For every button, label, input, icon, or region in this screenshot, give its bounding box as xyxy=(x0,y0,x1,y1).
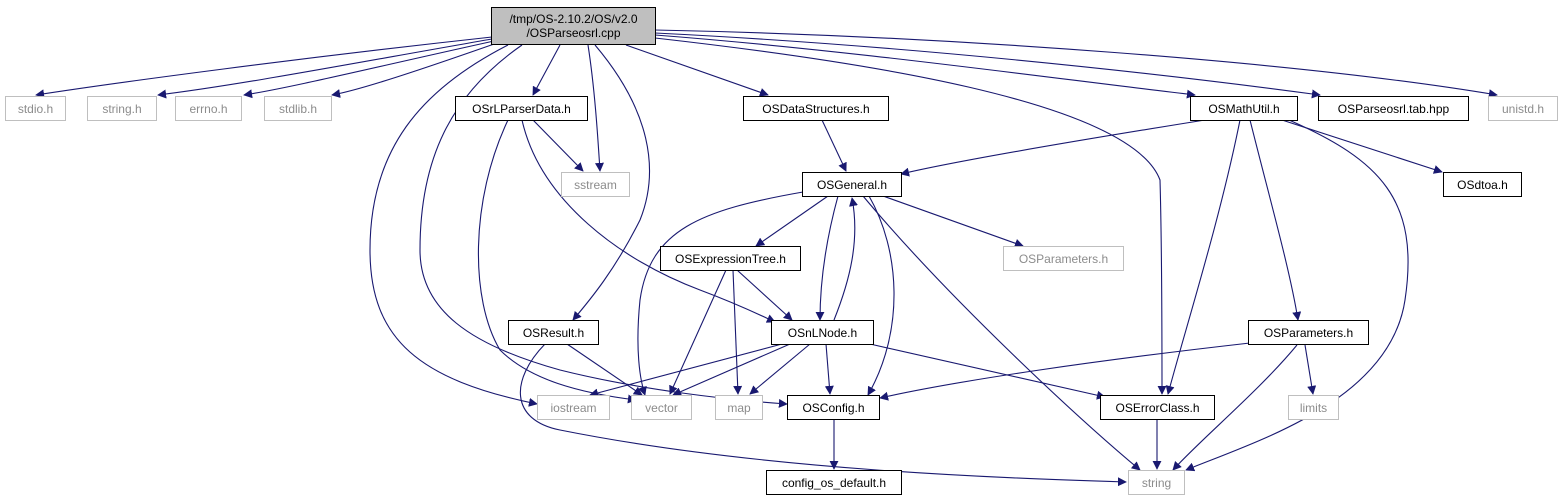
node-string-label: string xyxy=(1141,475,1172,490)
edge-osmath-oserrorclass xyxy=(1165,119,1241,395)
edge-root-iostream xyxy=(369,44,538,407)
edge-root-errno xyxy=(243,40,495,99)
edge-osgeneral-string xyxy=(862,195,1141,471)
node-osparameters-h[interactable]: OSParameters.h xyxy=(1248,320,1369,345)
node-osparameters-h-label: OSParameters.h xyxy=(1263,325,1354,340)
node-osgeneral-h-label: OSGeneral.h xyxy=(816,177,888,192)
edge-root-string-h xyxy=(157,38,493,99)
root-line1: /tmp/OS-2.10.2/OS/v2.0 xyxy=(509,12,638,26)
edge-root-unistd xyxy=(654,29,1498,99)
node-osrlparserdata-h[interactable]: OSrLParserData.h xyxy=(455,96,588,121)
edge-root-stdio xyxy=(35,36,493,99)
edge-osnlnode-vector xyxy=(672,343,791,396)
edge-osparameters-osconfig xyxy=(879,342,1251,401)
edge-osrl-sstream xyxy=(532,119,584,172)
root-line2: /OSParseosrl.cpp xyxy=(526,26,621,40)
node-osgeneral-h[interactable]: OSGeneral.h xyxy=(802,172,902,197)
node-osdatastructures-h[interactable]: OSDataStructures.h xyxy=(743,96,889,121)
node-sstream-label: sstream xyxy=(574,177,617,192)
node-stdlib-h: stdlib.h xyxy=(264,96,332,121)
edge-root-osrlparserdata xyxy=(532,44,561,96)
edge-osgeneral-osexpr xyxy=(755,195,829,247)
edge-osexpr-osnlnode xyxy=(736,269,793,321)
edge-root-ostab xyxy=(654,32,1321,99)
node-stdio-h: stdio.h xyxy=(5,96,66,121)
node-osresult-h-label: OSResult.h xyxy=(522,325,585,340)
node-osmathutil-h-label: OSMathUtil.h xyxy=(1208,101,1280,116)
node-osparameters-external-label: OSParameters.h xyxy=(1018,251,1109,266)
node-string: string xyxy=(1128,470,1185,495)
edge-osgeneral-osconfig xyxy=(867,195,895,396)
node-config-os-default-h-label: config_os_default.h xyxy=(781,475,887,490)
edge-root-osdatastructures xyxy=(625,44,769,97)
edge-root-oserrorclass xyxy=(654,37,1167,395)
edge-osgeneral-osparameters-faint xyxy=(882,195,1024,248)
edge-root-osresult xyxy=(572,44,650,321)
node-errno-h: errno.h xyxy=(175,96,242,121)
edge-root-sstream xyxy=(587,44,604,172)
edge-osnlnode-iostream xyxy=(589,343,783,398)
node-osparameters-external: OSParameters.h xyxy=(1003,246,1124,271)
edge-osgeneral-vector xyxy=(637,191,804,396)
edge-osmath-osgeneral xyxy=(900,119,1206,177)
node-unistd-h-label: unistd.h xyxy=(1501,101,1545,116)
node-string-h: string.h xyxy=(87,96,157,121)
node-iostream: iostream xyxy=(537,395,610,420)
node-osconfig-h-label: OSConfig.h xyxy=(802,400,865,415)
node-limits: limits xyxy=(1288,395,1339,420)
edge-osds-osgeneral xyxy=(821,119,847,172)
node-osdtoa-h-label: OSdtoa.h xyxy=(1457,177,1508,192)
node-stdlib-h-label: stdlib.h xyxy=(278,101,318,116)
node-map: map xyxy=(715,395,763,420)
node-osdtoa-h[interactable]: OSdtoa.h xyxy=(1443,172,1522,197)
node-osnlnode-h-label: OSnLNode.h xyxy=(787,325,858,340)
node-osparseosrl-tab-hpp[interactable]: OSParseosrl.tab.hpp xyxy=(1318,96,1469,121)
node-map-label: map xyxy=(727,400,751,415)
node-osrlparserdata-h-label: OSrLParserData.h xyxy=(472,101,571,116)
edge-osmath-string xyxy=(1185,119,1409,472)
node-iostream-label: iostream xyxy=(550,400,597,415)
edge-osresult-vector xyxy=(566,343,643,396)
node-stdio-h-label: stdio.h xyxy=(17,101,54,116)
node-unistd-h: unistd.h xyxy=(1488,96,1558,121)
node-oserrorclass-h-label: OSErrorClass.h xyxy=(1115,400,1200,415)
edge-osnlnode-osgeneral xyxy=(833,197,858,321)
node-osexpressiontree-h-label: OSExpressionTree.h xyxy=(675,251,786,266)
node-vector: vector xyxy=(631,395,692,420)
node-osexpressiontree-h[interactable]: OSExpressionTree.h xyxy=(660,246,801,271)
node-config-os-default-h[interactable]: config_os_default.h xyxy=(766,470,902,495)
node-osmathutil-h[interactable]: OSMathUtil.h xyxy=(1190,96,1298,121)
node-osresult-h[interactable]: OSResult.h xyxy=(508,320,599,345)
node-limits-label: limits xyxy=(1299,400,1328,415)
edge-osnlnode-osconfig xyxy=(824,343,834,395)
edge-osexpr-map xyxy=(732,269,743,395)
edge-osnlnode-oserrorclass xyxy=(869,343,1106,400)
node-string-h-label: string.h xyxy=(102,101,142,116)
edge-osrl-osnlnode xyxy=(521,119,776,323)
edge-osgeneral-osnlnode xyxy=(815,195,839,321)
node-osnlnode-h[interactable]: OSnLNode.h xyxy=(771,320,874,345)
edge-osparameters-limits xyxy=(1304,344,1317,395)
node-vector-label: vector xyxy=(645,400,678,415)
edge-osexpr-vector xyxy=(669,269,727,395)
edge-root-stdlib xyxy=(331,42,498,99)
edge-osparameters-string xyxy=(1172,344,1298,471)
node-osparseosrl-tab-hpp-label: OSParseosrl.tab.hpp xyxy=(1337,101,1450,116)
root-node-osparseosrl-cpp: /tmp/OS-2.10.2/OS/v2.0 /OSParseosrl.cpp xyxy=(491,7,656,45)
edge-osresult-string xyxy=(520,343,1127,487)
edge-root-osmathutil xyxy=(654,34,1196,99)
node-sstream: sstream xyxy=(561,172,630,197)
edge-osmath-osparameters xyxy=(1249,119,1302,321)
edge-osnlnode-map xyxy=(749,343,811,395)
node-osconfig-h[interactable]: OSConfig.h xyxy=(787,395,880,420)
node-errno-h-label: errno.h xyxy=(189,101,228,116)
node-osdatastructures-h-label: OSDataStructures.h xyxy=(762,101,870,116)
node-oserrorclass-h[interactable]: OSErrorClass.h xyxy=(1100,395,1215,420)
edge-root-osconfig xyxy=(419,44,788,408)
edge-osrl-vector xyxy=(477,119,637,404)
